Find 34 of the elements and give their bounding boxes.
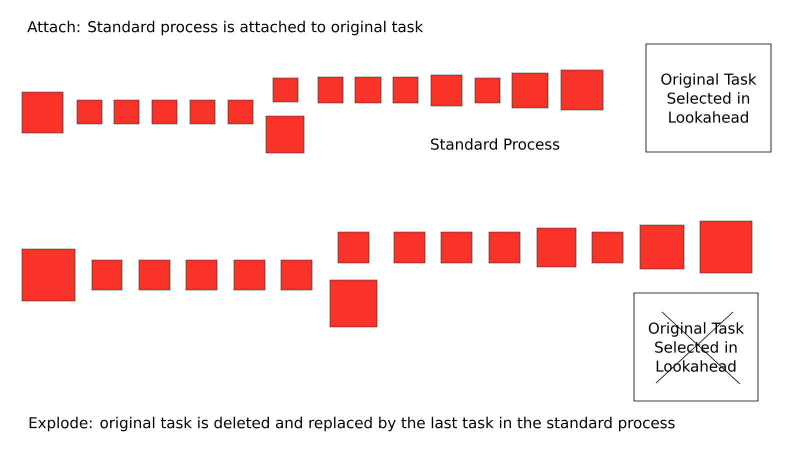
task-square (592, 232, 624, 264)
task-square (22, 92, 64, 134)
task-square (488, 232, 520, 264)
task-square (266, 116, 304, 154)
task-square (186, 260, 218, 290)
task-square (440, 232, 472, 264)
task-square (318, 76, 344, 104)
task-square (392, 76, 418, 104)
task-square (330, 280, 378, 328)
task-square (228, 100, 254, 124)
task-square (474, 78, 500, 104)
task-box: Original Task Selected in Lookahead (646, 44, 772, 152)
task-square (152, 100, 178, 124)
task-square (114, 100, 140, 124)
process-label: Standard Process (431, 138, 560, 150)
task-square (430, 74, 462, 106)
task-square (640, 224, 684, 270)
task-square (92, 260, 122, 290)
task-square (234, 260, 266, 290)
task-square (536, 228, 576, 268)
task-square (76, 100, 102, 124)
task-square (560, 70, 604, 110)
task-square (394, 232, 426, 264)
task-square (138, 260, 170, 290)
task-square (280, 260, 312, 290)
task-square (354, 76, 382, 104)
caption-text: Attach: Standard process is attached to original task (27, 20, 424, 36)
caption-text: Explode: original task is deleted and replaced by the last task in the standard process (30, 416, 675, 432)
task-square (22, 248, 76, 302)
task-square (190, 100, 216, 124)
task-square (512, 72, 548, 108)
task-square (272, 78, 298, 102)
task-square (338, 232, 370, 264)
task-square (700, 220, 752, 274)
